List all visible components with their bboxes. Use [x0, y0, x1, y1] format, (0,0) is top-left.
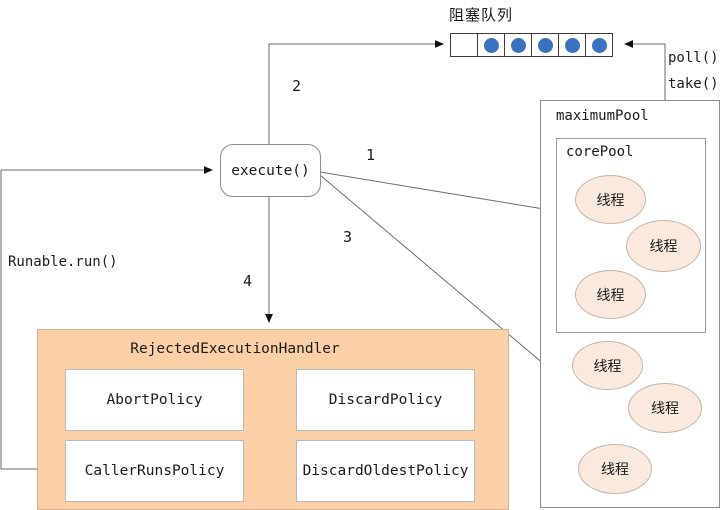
step-number-1: 1 — [366, 146, 376, 164]
policy-discard-oldest[interactable]: DiscardOldestPolicy — [296, 440, 475, 502]
wire-1-to-core-pool — [319, 171, 563, 215]
queue-task-dot — [510, 37, 526, 53]
core-thread: 线程 — [575, 175, 646, 224]
queue-cell-filled — [477, 33, 505, 57]
core-thread: 线程 — [575, 270, 646, 319]
queue-cell-filled — [531, 33, 559, 57]
step-number-4: 4 — [243, 272, 253, 290]
extra-thread: 线程 — [572, 341, 643, 390]
execute-node: execute() — [220, 144, 321, 197]
step-number-3: 3 — [343, 228, 353, 246]
rejected-execution-handler-title: RejectedExecutionHandler — [130, 341, 340, 357]
queue-task-dot — [564, 37, 580, 53]
queue-cell-filled — [585, 33, 613, 57]
queue-task-dot — [537, 37, 553, 53]
take-method-label: take() — [668, 76, 719, 92]
runable-run-label: Runable.run() — [8, 254, 118, 270]
policy-caller-runs[interactable]: CallerRunsPolicy — [65, 440, 244, 502]
queue-task-dot — [591, 37, 607, 53]
queue-cell-filled — [504, 33, 532, 57]
blocking-queue — [450, 33, 613, 57]
wire-2-to-queue — [268, 40, 444, 144]
queue-cell-filled — [558, 33, 586, 57]
core-thread: 线程 — [626, 220, 701, 272]
queue-cell-empty — [450, 33, 478, 57]
poll-method-label: poll() — [668, 50, 719, 66]
core-pool-label: corePool — [566, 144, 634, 160]
policy-abort[interactable]: AbortPolicy — [65, 369, 244, 431]
blocking-queue-title: 阻塞队列 — [449, 6, 514, 24]
step-number-2: 2 — [292, 77, 302, 95]
maximum-pool-label: maximumPool — [556, 108, 649, 124]
extra-thread: 线程 — [628, 383, 702, 433]
extra-thread: 线程 — [578, 444, 652, 494]
policy-discard[interactable]: DiscardPolicy — [296, 369, 475, 431]
wire-3-to-maximum-pool — [319, 174, 559, 377]
queue-task-dot — [483, 37, 499, 53]
